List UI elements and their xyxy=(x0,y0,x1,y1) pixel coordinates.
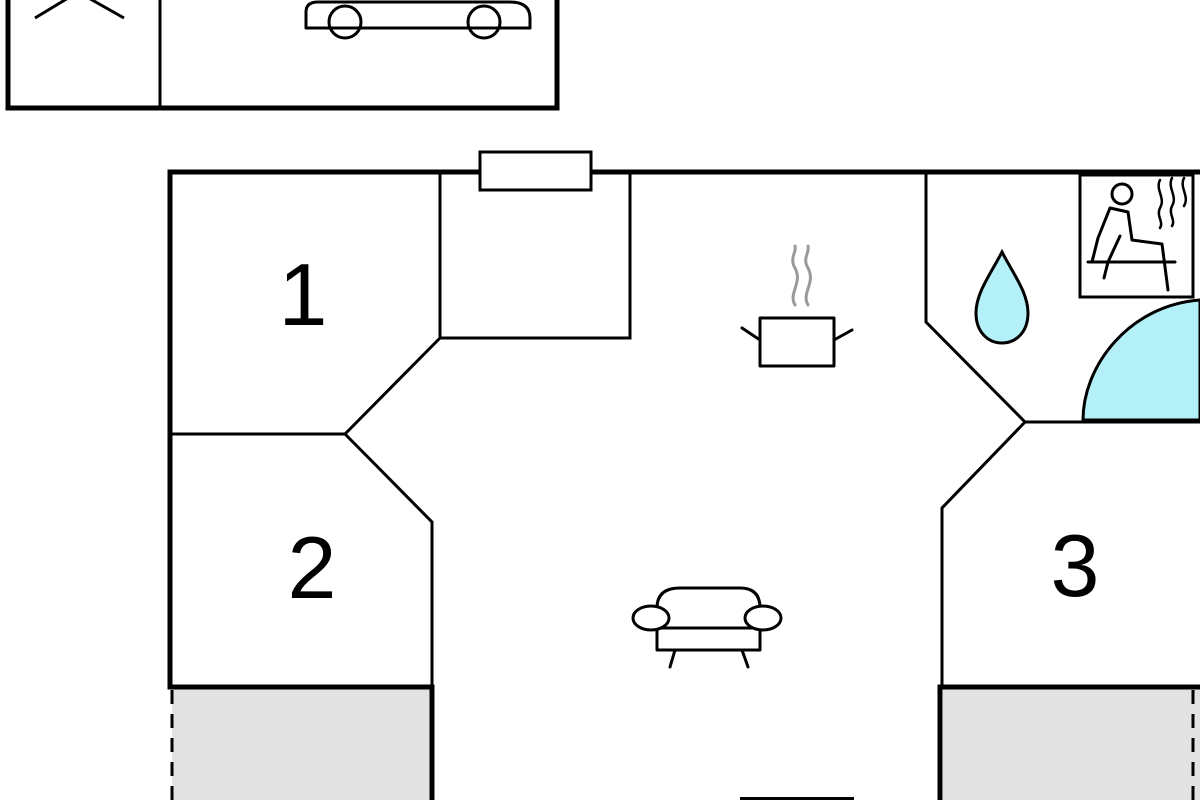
cooking-pot-icon xyxy=(740,244,854,368)
window-bottom xyxy=(740,797,854,800)
water-drop-icon xyxy=(974,248,1030,345)
whirlpool-icon xyxy=(1081,298,1200,422)
sofa-icon xyxy=(631,586,783,669)
window xyxy=(478,150,593,192)
room-number-2: 2 xyxy=(288,518,337,617)
sauna-icon xyxy=(1078,173,1195,299)
terrace-left xyxy=(172,687,430,800)
carport xyxy=(5,0,560,111)
room-number-3: 3 xyxy=(1051,516,1100,615)
terrace-right xyxy=(943,687,1200,800)
room-number-1: 1 xyxy=(279,245,328,344)
car-icon xyxy=(304,0,532,40)
interior-walls xyxy=(172,172,1200,687)
outer-walls xyxy=(167,169,1200,800)
